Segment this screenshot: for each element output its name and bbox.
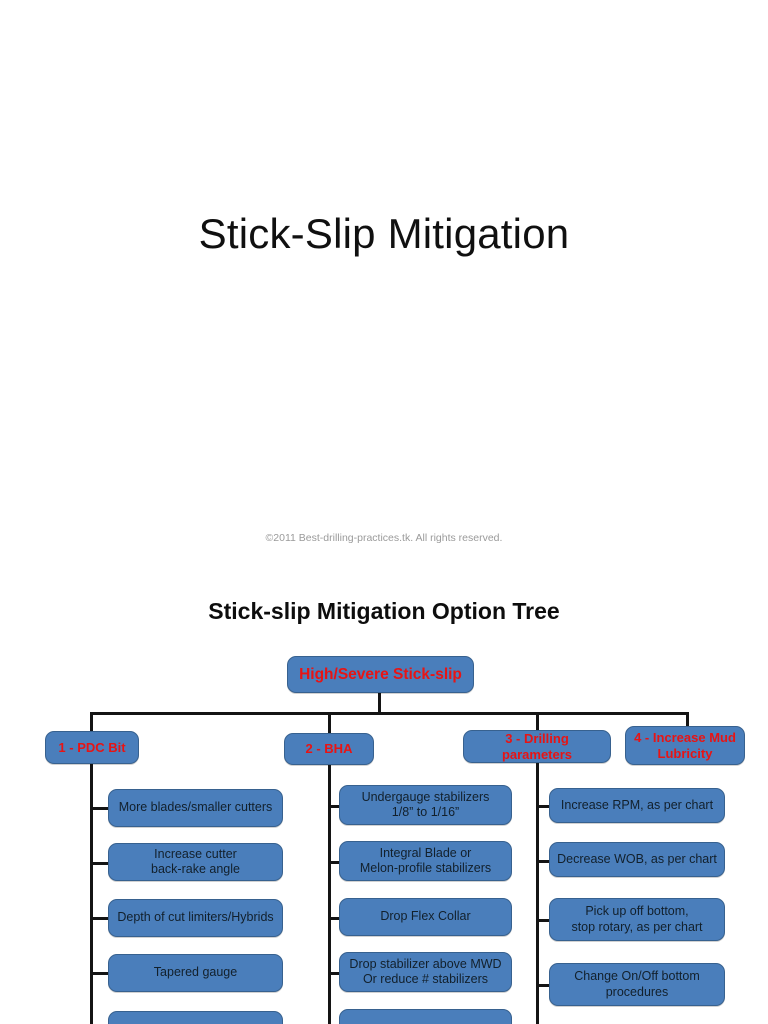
tree-leaf-2-2[interactable]: Integral Blade or Melon-profile stabiliz… <box>339 841 512 881</box>
tree-leaf-2-4-label: Drop stabilizer above MWD Or reduce # st… <box>349 956 502 987</box>
tree-leaf-3-1[interactable]: Increase RPM, as per chart <box>549 788 725 823</box>
tree-node-branch-4-label: 4 - Increase Mud Lubricity <box>634 729 736 761</box>
connector-stub-1-2 <box>90 862 109 865</box>
connector-stub-2-3 <box>328 917 340 920</box>
connector-stub-3-3 <box>536 919 550 922</box>
connector-bus-to-branch-2 <box>328 712 331 734</box>
tree-node-root-label: High/Severe Stick-slip <box>299 665 462 683</box>
tree-leaf-2-3-label: Drop Flex Collar <box>380 909 471 924</box>
tree-leaf-2-5[interactable] <box>339 1009 512 1024</box>
connector-bus-to-branch-1 <box>90 712 93 732</box>
tree-leaf-1-4-label: Tapered gauge <box>153 965 238 980</box>
connector-spine-branch-1 <box>90 764 93 1024</box>
connector-root-down <box>378 692 381 714</box>
tree-leaf-2-1-label: Undergauge stabilizers 1/8” to 1/16” <box>361 789 490 820</box>
tree-node-root[interactable]: High/Severe Stick-slip <box>287 656 474 693</box>
tree-node-branch-3-label: 3 - Drilling parameters <box>501 731 573 762</box>
tree-leaf-3-3[interactable]: Pick up off bottom, stop rotary, as per … <box>549 898 725 941</box>
tree-node-branch-4[interactable]: 4 - Increase Mud Lubricity <box>625 726 745 765</box>
tree-leaf-1-2-label: Increase cutter back-rake angle <box>151 846 240 877</box>
tree-node-branch-3[interactable]: 3 - Drilling parameters <box>463 730 611 763</box>
connector-stub-1-1 <box>90 807 109 810</box>
tree-leaf-1-4[interactable]: Tapered gauge <box>108 954 283 992</box>
tree-leaf-3-1-label: Increase RPM, as per chart <box>560 797 714 812</box>
connector-stub-3-1 <box>536 805 550 808</box>
tree-leaf-3-4-label: Change On/Off bottom procedures <box>574 969 700 999</box>
connector-spine-branch-2 <box>328 765 331 1024</box>
tree-leaf-3-2[interactable]: Decrease WOB, as per chart <box>549 842 725 877</box>
connector-stub-2-4 <box>328 972 340 975</box>
tree-leaf-1-2[interactable]: Increase cutter back-rake angle <box>108 843 283 881</box>
connector-stub-3-4 <box>536 984 550 987</box>
tree-node-branch-1[interactable]: 1 - PDC Bit <box>45 731 139 764</box>
page-title: Stick-Slip Mitigation <box>198 210 570 257</box>
tree-node-branch-2[interactable]: 2 - BHA <box>284 733 374 765</box>
tree-leaf-2-1[interactable]: Undergauge stabilizers 1/8” to 1/16” <box>339 785 512 825</box>
connector-stub-1-4 <box>90 972 109 975</box>
connector-bus-to-branch-4 <box>686 712 689 726</box>
connector-bus-to-branch-3 <box>536 712 539 730</box>
connector-spine-branch-3 <box>536 763 539 1024</box>
tree-leaf-1-1-label: More blades/smaller cutters <box>118 800 273 815</box>
tree-leaf-2-2-label: Integral Blade or Melon-profile stabiliz… <box>359 845 492 876</box>
tree-node-branch-2-label: 2 - BHA <box>305 741 353 757</box>
copyright-notice: ©2011 Best-drilling-practices.tk. All ri… <box>265 532 503 544</box>
tree-leaf-3-2-label: Decrease WOB, as per chart <box>557 851 717 866</box>
tree-leaf-1-5[interactable] <box>108 1011 283 1024</box>
tree-leaf-1-1[interactable]: More blades/smaller cutters <box>108 789 283 827</box>
tree-node-branch-1-label: 1 - PDC Bit <box>58 739 126 755</box>
connector-stub-2-2 <box>328 861 340 864</box>
tree-leaf-3-3-label: Pick up off bottom, stop rotary, as per … <box>571 904 703 934</box>
tree-leaf-3-4[interactable]: Change On/Off bottom procedures <box>549 963 725 1006</box>
tree-heading: Stick-slip Mitigation Option Tree <box>208 598 560 624</box>
tree-leaf-1-3-label: Depth of cut limiters/Hybrids <box>117 910 274 925</box>
tree-leaf-2-4[interactable]: Drop stabilizer above MWD Or reduce # st… <box>339 952 512 992</box>
tree-leaf-1-3[interactable]: Depth of cut limiters/Hybrids <box>108 899 283 937</box>
tree-leaf-2-3[interactable]: Drop Flex Collar <box>339 898 512 936</box>
connector-stub-1-3 <box>90 917 109 920</box>
connector-main-bus <box>92 712 688 715</box>
connector-stub-2-1 <box>328 805 340 808</box>
connector-stub-3-2 <box>536 860 550 863</box>
